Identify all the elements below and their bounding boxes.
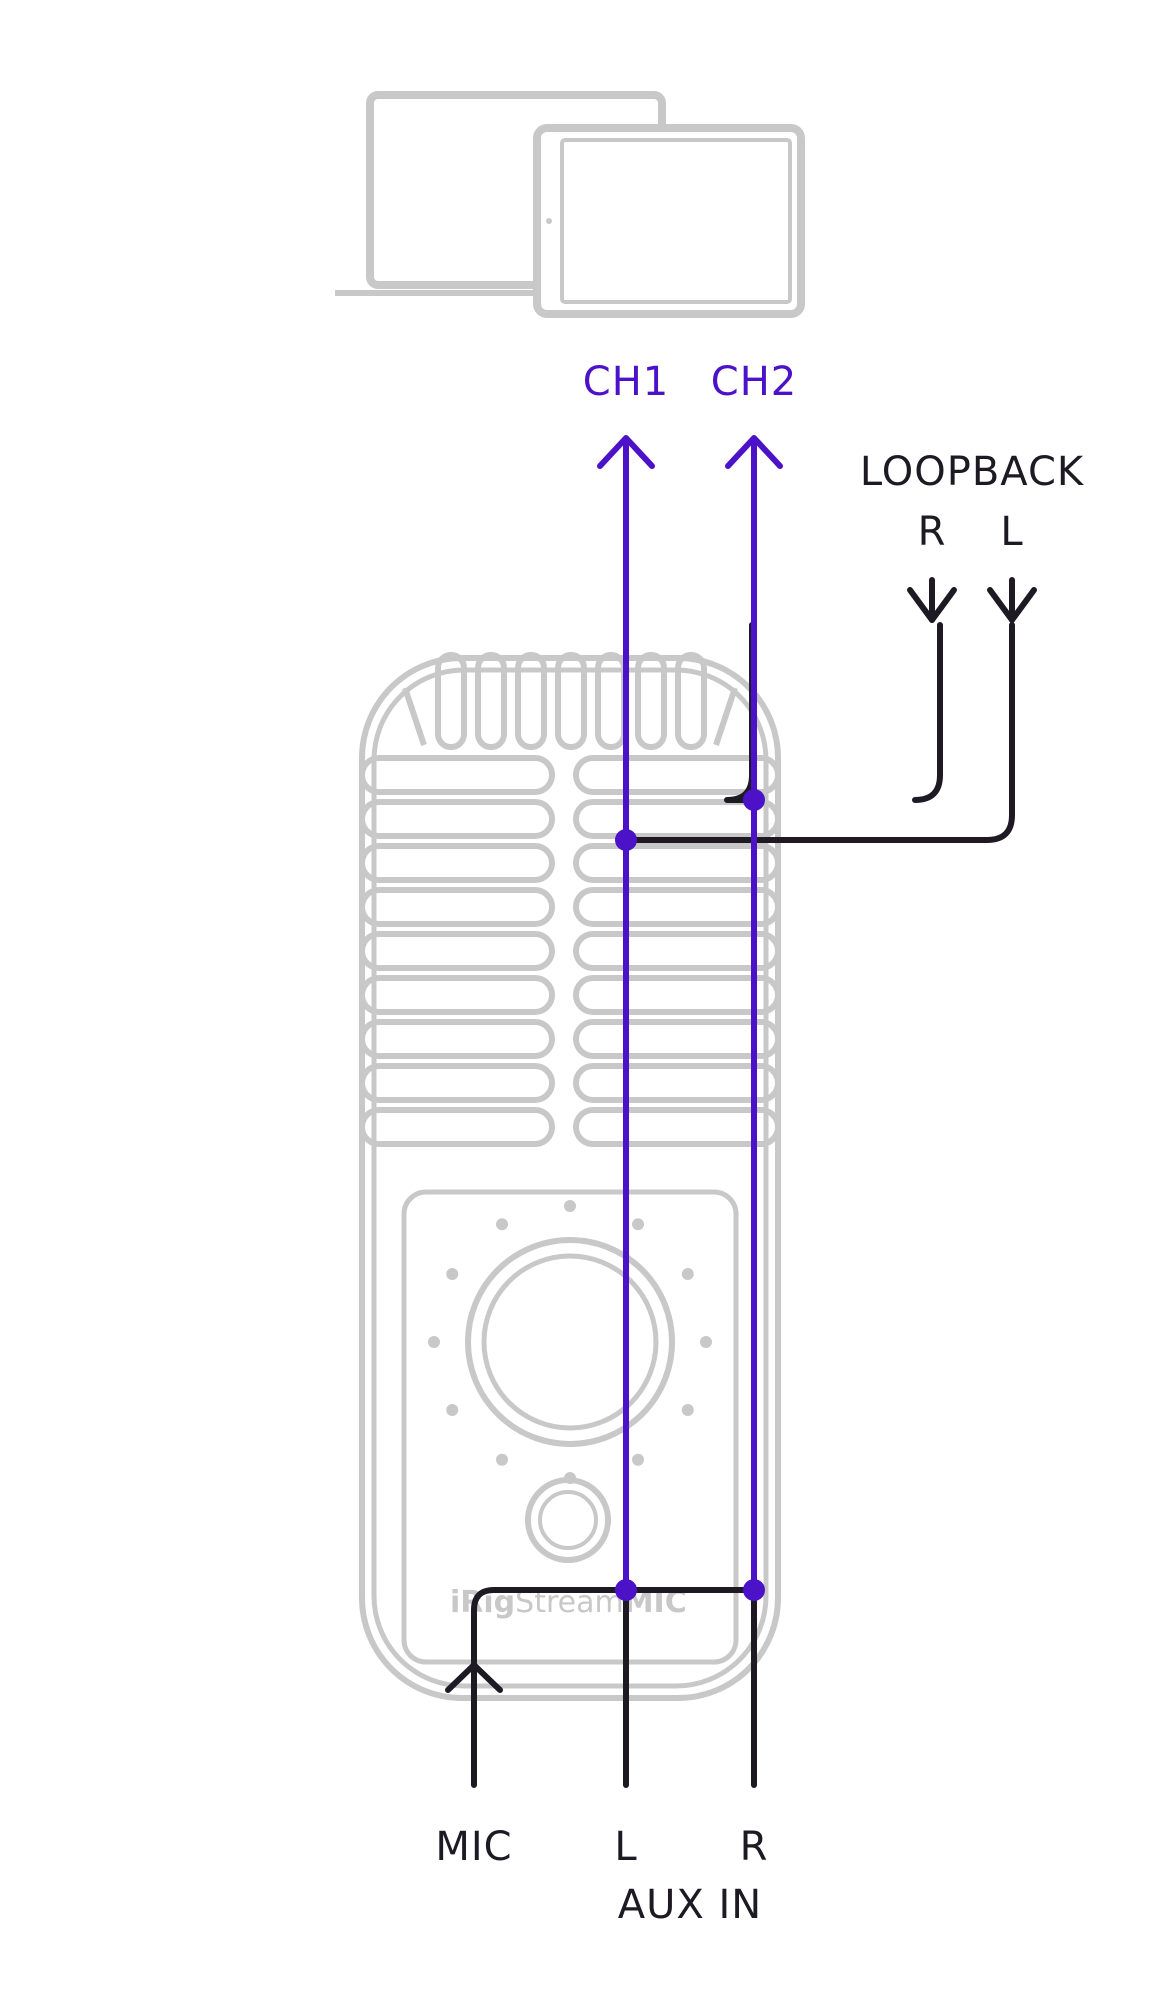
loopback-label: LOOPBACK — [860, 449, 1085, 495]
loopback-r-label: R — [918, 509, 947, 555]
aux-in-label: AUX IN — [618, 1882, 762, 1928]
ch1-aux-junction — [615, 1579, 637, 1601]
loopback-l-label: L — [1000, 509, 1023, 555]
mic-input-wire — [471, 1587, 759, 1788]
ch2-loopback-junction — [743, 789, 765, 811]
loopback-r-return — [912, 622, 943, 803]
ch1-loopback-junction — [615, 829, 637, 851]
loopback-l-wire — [623, 622, 1015, 843]
aux-l-label: L — [614, 1824, 637, 1870]
ch1-label: CH1 — [583, 359, 669, 405]
ch2-arrow — [725, 435, 783, 469]
ch2-label: CH2 — [711, 359, 797, 405]
ch2-aux-junction — [743, 1579, 765, 1601]
mic-input-arrow — [445, 1662, 503, 1693]
aux-r-label: R — [740, 1824, 769, 1870]
ch1-arrow — [597, 435, 655, 469]
tablet-icon — [533, 124, 805, 318]
microphone-icon: iRigStreamMIC — [359, 652, 781, 1701]
mic-label: MIC — [435, 1824, 512, 1870]
